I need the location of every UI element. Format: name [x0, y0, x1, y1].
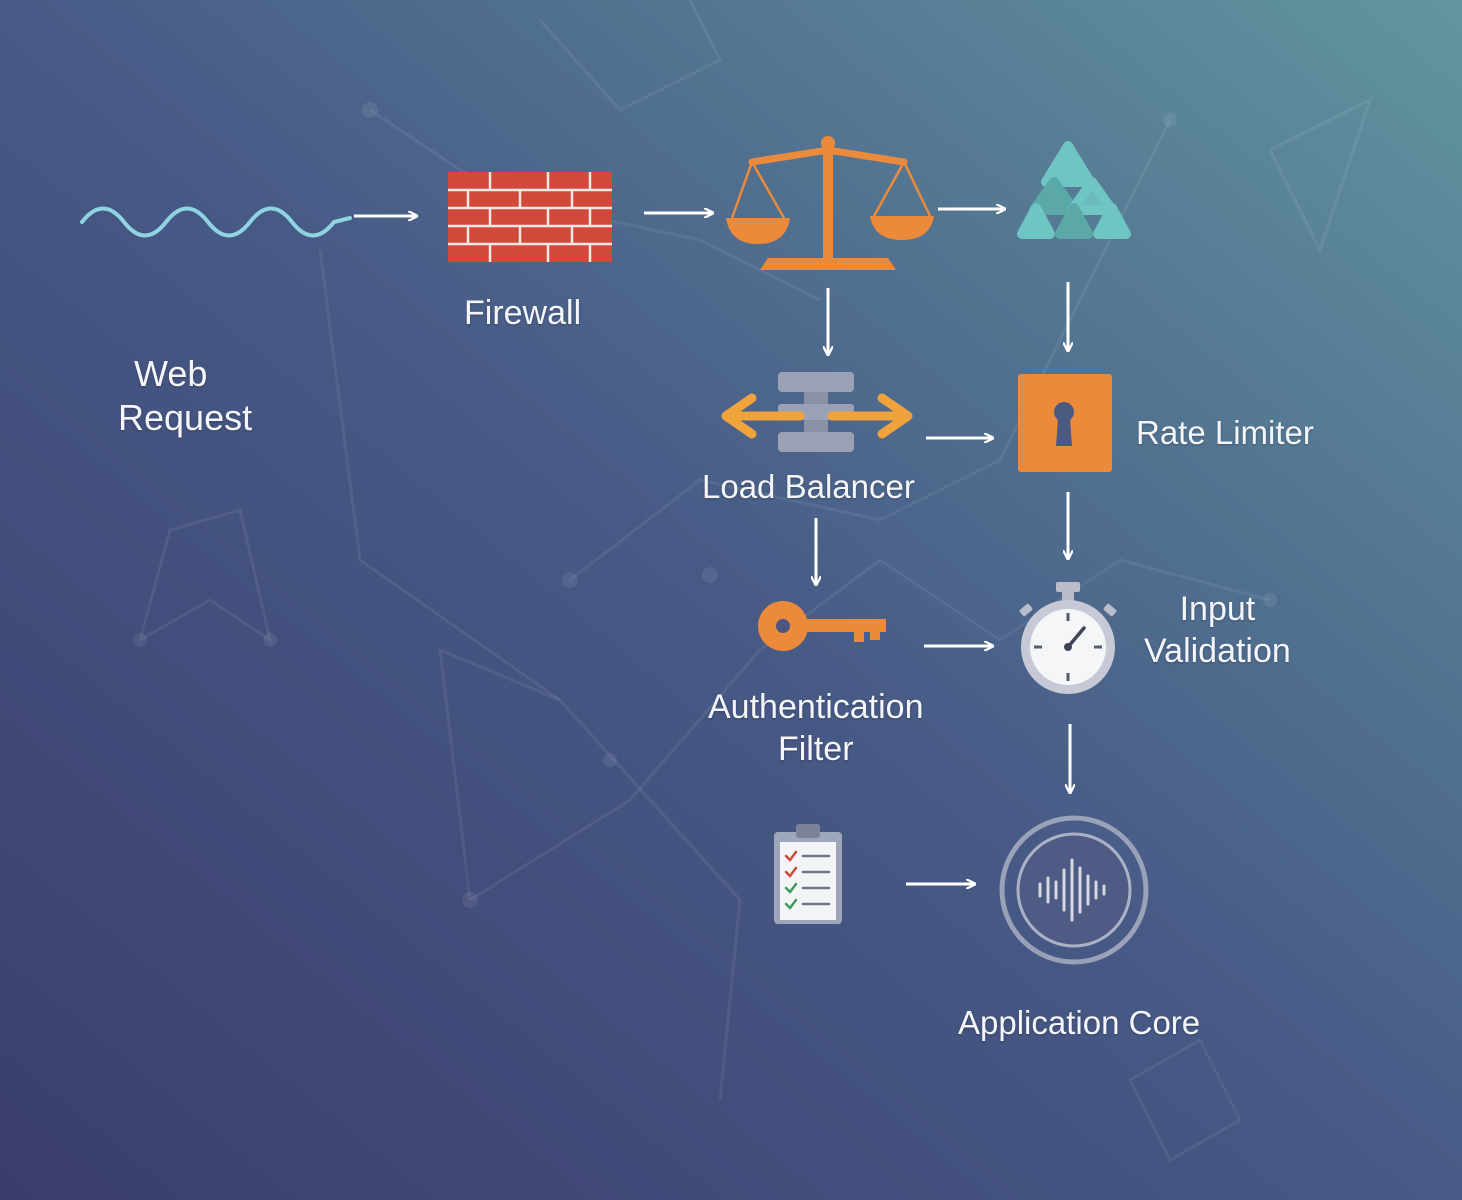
brick-wall-icon	[448, 172, 612, 262]
label-input-validation: Input Validation	[1144, 588, 1291, 672]
label-web-request-line2: Request	[118, 397, 253, 438]
padlock-icon	[1018, 374, 1112, 472]
label-authentication-filter-line2: Filter	[777, 730, 854, 768]
checklist-icon	[774, 824, 842, 924]
server-arrows-icon	[721, 372, 913, 452]
soundwave-core-icon	[999, 815, 1149, 965]
label-input-validation-line1: Input	[1179, 590, 1256, 628]
label-load-balancer: Load Balancer	[702, 468, 915, 505]
triangle-cluster-icon	[1017, 141, 1131, 239]
flow-arrows	[354, 209, 1070, 884]
label-input-validation-line2: Validation	[1144, 632, 1291, 670]
key-icon	[758, 601, 886, 651]
label-firewall: Firewall	[464, 294, 582, 332]
label-application-core: Application Core	[958, 1004, 1201, 1041]
balance-scale-icon	[726, 136, 934, 270]
label-web-request-line1: Web	[134, 353, 208, 394]
label-authentication-filter-line1: Authentication	[708, 688, 924, 726]
wave-icon	[80, 206, 352, 238]
label-rate-limiter: Rate Limiter	[1136, 414, 1314, 451]
background-network	[138, 0, 1373, 1163]
label-web-request: Web Request	[118, 352, 252, 440]
background-nodes	[133, 102, 1277, 908]
label-authentication-filter: Authentication Filter	[708, 686, 924, 770]
stopwatch-icon	[1019, 582, 1117, 694]
